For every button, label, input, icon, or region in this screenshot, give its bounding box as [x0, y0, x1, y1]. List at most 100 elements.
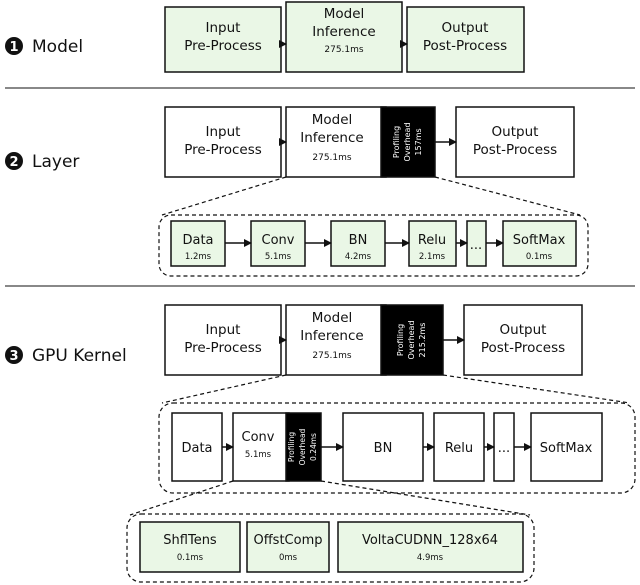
section-marker-number: 1 [9, 40, 18, 55]
model-inference-box: Model Inference 275.1ms [285, 106, 387, 178]
zoom-line [442, 374, 631, 404]
kernel-time: 4.9ms [417, 553, 444, 563]
layer-box-ellipsis: ... [493, 412, 515, 482]
overhead-label-line: Overhead [407, 320, 416, 359]
model-inference-box: Model Inference 275.1ms [285, 304, 387, 376]
output-postprocess-box: Output Post-Process [463, 304, 583, 376]
layer-label: BN [374, 441, 393, 456]
layer-box-conv: Conv 5.1ms [250, 220, 306, 267]
box-label-line: Post-Process [481, 340, 565, 356]
conv-profiling-overhead-block: Profiling Overhead 0.24ms [285, 412, 322, 482]
layer-box-softmax: SoftMax 0.1ms [502, 220, 577, 267]
kernel-breakdown-container [126, 513, 535, 583]
layer-box-data: Data 1.2ms [170, 220, 226, 267]
overhead-label-line: Profiling [392, 126, 401, 158]
box-label-line: Inference [300, 328, 363, 344]
overhead-label-line: Profiling [396, 324, 405, 356]
section-gpu-kernel: 3 GPU Kernel Input Pre-Process Model Inf… [5, 304, 636, 583]
section-marker [5, 152, 23, 170]
kernel-time: 0ms [279, 553, 298, 563]
overhead-label-line: Overhead [298, 428, 307, 465]
layer-label: Relu [445, 441, 473, 456]
layer-time: 4.2ms [345, 252, 372, 262]
zoom-line [320, 480, 531, 516]
kernel-time: 0.1ms [177, 553, 204, 563]
layer-time: 1.2ms [185, 252, 212, 262]
zoom-line [434, 176, 581, 216]
box-label-line: Input [206, 124, 241, 140]
kernel-box-offstcomp: OffstComp 0ms [246, 521, 330, 573]
profiling-overhead-block: Profiling Overhead 157ms [380, 106, 436, 178]
section-layer: 2 Layer Input Pre-Process Model Inferenc… [5, 106, 589, 277]
layer-box-ellipsis: ... [466, 220, 487, 267]
kernel-label: VoltaCUDNN_128x64 [362, 533, 498, 548]
box-label-line: Post-Process [423, 38, 507, 54]
box-label-line: Pre-Process [184, 142, 262, 158]
box-label-line: Input [206, 20, 241, 36]
box-label-line: Pre-Process [184, 340, 262, 356]
layer-label: SoftMax [513, 233, 566, 248]
kernel-label: OffstComp [253, 533, 322, 548]
box-label-line: Model [312, 112, 353, 128]
profiling-overhead-block: Profiling Overhead 215.2ms [380, 304, 444, 376]
overhead-label-line: 157ms [414, 128, 423, 155]
box-label-line: Output [492, 124, 539, 140]
layer-label: ... [498, 441, 510, 456]
layer-box-bn: BN 4.2ms [330, 220, 386, 267]
kernel-label: ShflTens [163, 533, 217, 548]
kernel-box-shfltens: ShflTens 0.1ms [139, 521, 241, 573]
box-label-line: Inference [312, 24, 375, 40]
input-preprocess-box: Input Pre-Process [164, 6, 282, 73]
layer-label: Conv [262, 233, 295, 248]
kernel-box-voltacudnn: VoltaCUDNN_128x64 4.9ms [337, 521, 524, 573]
layer-label: Data [181, 441, 212, 456]
output-postprocess-box: Output Post-Process [406, 6, 525, 73]
layer-time: 0.1ms [526, 252, 553, 262]
overhead-label-line: 215.2ms [418, 323, 427, 358]
layer-label: Data [182, 233, 213, 248]
input-preprocess-box: Input Pre-Process [164, 106, 282, 178]
layer-breakdown-container [158, 214, 589, 277]
box-label-line: Input [206, 322, 241, 338]
model-time: 275.1ms [312, 153, 352, 163]
box-label-line: Inference [300, 130, 363, 146]
zoom-line [161, 374, 287, 404]
layer-label: SoftMax [540, 441, 593, 456]
model-time: 275.1ms [312, 351, 352, 361]
box-label-line: Output [442, 20, 489, 36]
layer-box-relu: Relu [433, 412, 485, 482]
zoom-line [161, 176, 287, 216]
section-title: Layer [32, 152, 79, 172]
layer-box-conv: Conv 5.1ms [232, 412, 290, 482]
model-inference-box: Model Inference 275.1ms [285, 1, 403, 73]
section-marker-number: 2 [9, 155, 18, 170]
section-marker [5, 37, 23, 55]
section-model: 1 Model Input Pre-Process Model Inferenc… [5, 1, 525, 73]
zoom-line [129, 480, 234, 516]
overhead-label-line: 0.24ms [309, 433, 318, 461]
section-marker [5, 346, 23, 364]
box-label-line: Output [500, 322, 547, 338]
box-label-line: Pre-Process [184, 38, 262, 54]
layer-label: BN [349, 233, 368, 248]
layer-box-bn: BN [342, 412, 424, 482]
input-preprocess-box: Input Pre-Process [164, 304, 282, 376]
layer-time: 2.1ms [419, 252, 446, 262]
layer-label: ... [470, 238, 482, 253]
model-time: 275.1ms [324, 45, 364, 55]
layer-box-relu: Relu 2.1ms [408, 220, 457, 267]
layer-breakdown-container [158, 402, 636, 494]
layer-time: 5.1ms [245, 450, 272, 460]
box-label-line: Model [312, 310, 353, 326]
layer-label: Relu [418, 233, 446, 248]
section-title: Model [32, 37, 83, 57]
overhead-label-line: Profiling [287, 432, 296, 463]
layer-label: Conv [242, 430, 275, 445]
layer-box-softmax: SoftMax [530, 412, 603, 482]
layer-box-data: Data [171, 412, 223, 482]
overhead-label-line: Overhead [403, 122, 412, 161]
box-label-line: Post-Process [473, 142, 557, 158]
section-marker-number: 3 [9, 349, 18, 364]
layer-time: 5.1ms [265, 252, 292, 262]
